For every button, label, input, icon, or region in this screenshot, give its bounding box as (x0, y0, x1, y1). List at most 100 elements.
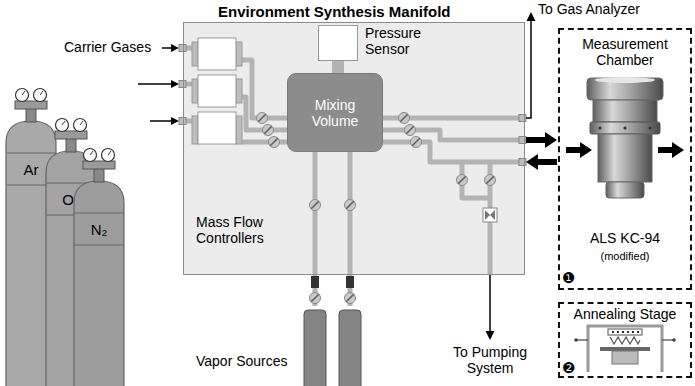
mfc-bracket (192, 42, 198, 66)
cylinder-band (74, 245, 124, 246)
gauge (56, 119, 69, 132)
block-arrow (526, 132, 557, 148)
pump-line (489, 275, 491, 332)
mixing-volume: Mixing Volume (287, 73, 383, 152)
gauge-needle (62, 121, 65, 125)
manifold-title: Environment Synthesis Manifold (218, 3, 451, 20)
flow-arrow (566, 147, 580, 153)
valve (399, 113, 410, 124)
gate-valve-box (483, 208, 497, 222)
cylinder-neck (26, 108, 36, 122)
chamber-top (595, 77, 655, 83)
mfc-bracket (236, 116, 242, 144)
arrow-head (171, 80, 179, 88)
vapor-pipe (315, 152, 350, 276)
gauge (74, 119, 87, 132)
chamber-cap (587, 78, 663, 100)
pipe (242, 140, 287, 145)
node-label: Measurement Chamber (560, 36, 690, 68)
gate-valve (483, 208, 497, 222)
annotation-label: To Gas Analyzer (538, 1, 640, 17)
arrow-head (171, 117, 179, 125)
chamber-base (606, 182, 644, 198)
gauge-needle (22, 91, 25, 95)
flow-arrow (658, 147, 672, 153)
bolt (623, 126, 626, 129)
carrier-arrows (138, 44, 179, 125)
arrow-head (526, 154, 538, 170)
arrow-head (545, 132, 557, 148)
vapor-cylinder (339, 310, 361, 386)
vapor-cylinder (304, 310, 326, 386)
pipe (242, 60, 287, 118)
gauge (102, 149, 115, 162)
model-name: ALS KC-94 (560, 230, 690, 246)
gas-cylinder: N₂ (72, 145, 126, 386)
exit-arrows (486, 12, 536, 340)
feed-arrow (150, 120, 172, 122)
valve (405, 125, 416, 136)
callout-number: ❶ (562, 270, 575, 287)
gauge-needle (40, 91, 43, 95)
feed-arrow (138, 83, 172, 85)
gauge (34, 89, 47, 102)
cylinder-band (6, 153, 56, 154)
valve (310, 200, 321, 211)
valve (345, 200, 356, 211)
analyzer-line (526, 21, 531, 118)
stage-box: Annealing Stage (558, 302, 692, 378)
annotation-label: To Pumping System (446, 344, 534, 376)
block-arrow (526, 154, 557, 170)
arrow-head (580, 142, 592, 158)
mfc-bracket (236, 42, 242, 66)
valve (263, 125, 274, 136)
chamber-box: Measurement ChamberALS KC-94 (modified) (558, 28, 692, 290)
bolt (598, 126, 601, 129)
heater-dots (612, 331, 639, 333)
valve (345, 293, 356, 304)
mfc-bracket (192, 116, 198, 144)
arrow-shaft (526, 137, 546, 143)
fitting (346, 276, 354, 288)
gate-valve-wing (490, 210, 495, 220)
annotation-label: Mass Flow Controllers (196, 214, 278, 246)
gate-valve-wing (485, 210, 490, 220)
gauge-needle (80, 121, 83, 125)
gauge-needle (108, 151, 111, 155)
valve (485, 175, 496, 186)
valve (257, 113, 268, 124)
cylinder-neck (94, 168, 104, 182)
mfc-box (198, 38, 236, 70)
annotation-label: Vapor Sources (196, 353, 288, 369)
callout-number: ❷ (562, 360, 575, 377)
arrow-head (672, 142, 684, 158)
regulator (83, 161, 115, 169)
pipe (383, 142, 520, 162)
cylinder-neck (66, 138, 76, 152)
vapor-sources (304, 276, 361, 386)
model-note: (modified) (560, 250, 690, 263)
pipe (383, 130, 520, 140)
gauge (84, 149, 97, 162)
annotation-label: Carrier Gases (64, 39, 151, 55)
bolt (648, 126, 651, 129)
mfc-box (198, 112, 236, 144)
gauge (16, 89, 29, 102)
heater-coil (610, 337, 640, 344)
stage-plate (600, 347, 650, 351)
pipe (242, 97, 287, 130)
fitting (311, 276, 319, 288)
chamber-flange (590, 122, 660, 134)
sensor-stem (332, 61, 344, 73)
gauge-needle (90, 151, 93, 155)
sensor-box: Pressure Sensor (318, 25, 358, 61)
chamber-section (593, 100, 657, 122)
heater (608, 329, 642, 335)
cylinder-band (74, 213, 124, 214)
annealing-illustration (574, 326, 676, 372)
arrow-head (486, 331, 495, 340)
valve (269, 137, 280, 148)
arrow-head (171, 44, 179, 52)
chamber-body (598, 134, 652, 182)
